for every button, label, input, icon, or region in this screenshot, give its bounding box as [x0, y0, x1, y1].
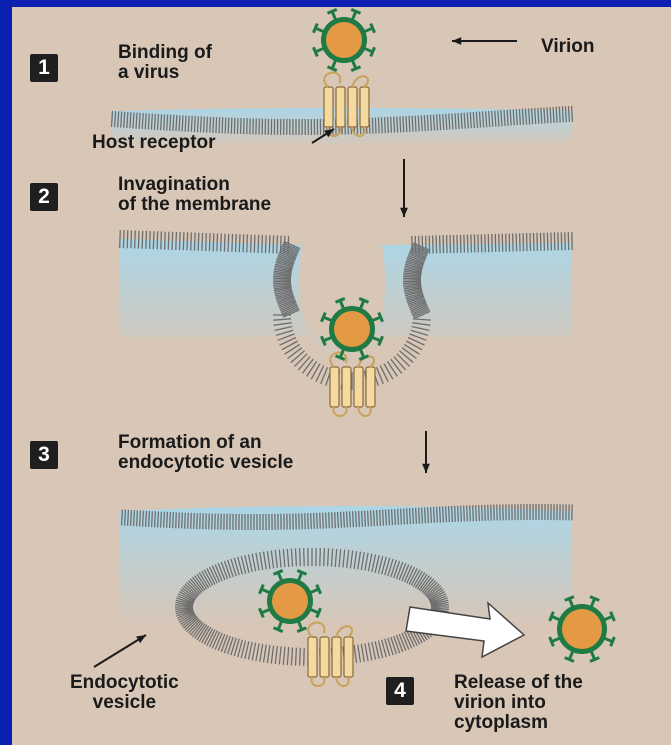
receptor-2-helix — [342, 367, 351, 407]
receptor-3-tail — [311, 677, 348, 686]
host-receptor-label: Host receptor — [92, 133, 216, 153]
virion-3-spike-tip — [297, 628, 306, 632]
released-virion-spike-tip — [550, 637, 554, 646]
receptor-3-helix — [320, 637, 329, 677]
receptor-2-helix — [354, 367, 363, 407]
virion-1 — [313, 9, 374, 70]
step-2-label: Invagination of the membrane — [118, 175, 271, 215]
receptor-3 — [308, 623, 353, 686]
virion-1-spike-tip — [328, 9, 337, 13]
receptor-1-helix — [336, 87, 345, 127]
step-2-badge: 2 — [30, 183, 58, 211]
virion-1-spike-tip — [328, 67, 337, 71]
virion-2-spike-tip — [321, 313, 325, 322]
virion-2-spike-tip — [336, 298, 345, 302]
receptor-2-helix — [330, 367, 339, 407]
receptor-2-helix — [366, 367, 375, 407]
step-3-badge: 3 — [30, 441, 58, 469]
virion-1-spike-tip — [313, 24, 317, 33]
step-4-label: Release of the virion into cytoplasm — [454, 673, 583, 733]
released-virion-spike-tip — [611, 637, 615, 646]
released-virion-spike-tip — [590, 658, 599, 662]
virion-2-spike-tip — [379, 336, 383, 345]
released-virion-spike-tip — [590, 597, 599, 601]
virion-label: Virion — [541, 37, 595, 57]
virion-1-spike-tip — [351, 67, 360, 71]
released-virion-spike-tip — [611, 612, 615, 621]
step-1-badge: 1 — [30, 54, 58, 82]
step-3-label: Formation of an endocytotic vesicle — [118, 433, 293, 473]
virion-1-spike-tip — [351, 9, 360, 13]
virion-2-core — [334, 311, 370, 347]
virion-1-spike-tip — [313, 47, 317, 56]
vesicle-pointer-arrow — [94, 635, 146, 667]
step-arrow-2 — [422, 431, 430, 473]
released-virion-core — [562, 609, 602, 649]
virion-2-spike-tip — [359, 298, 368, 302]
virion-3-spike-tip — [274, 628, 283, 632]
virion-1-spike-tip — [371, 24, 375, 33]
diagram-panel: 1 Binding of a virus Virion Host recepto… — [12, 7, 671, 745]
endocytosis-diagram — [12, 7, 671, 745]
virion-1-core — [326, 22, 362, 58]
step-4-badge: 4 — [386, 677, 414, 705]
virion-arrow-head — [452, 37, 461, 45]
receptor-2-tail — [333, 407, 370, 416]
receptor-1-helix — [360, 87, 369, 127]
receptor-1-helix — [324, 87, 333, 127]
step-arrow-1-head — [400, 208, 408, 217]
endocytotic-vesicle-label: Endocytotic vesicle — [70, 673, 179, 713]
receptor-3-helix — [344, 637, 353, 677]
virion-2-spike-tip — [359, 356, 368, 360]
receptor-1-helix — [348, 87, 357, 127]
virion-1-spike-tip — [371, 47, 375, 56]
released-virion-spike-tip — [565, 658, 574, 662]
step-arrow-1 — [400, 159, 408, 217]
receptor-3-helix — [308, 637, 317, 677]
virion-3-core — [272, 583, 308, 619]
step-1-label: Binding of a virus — [118, 43, 212, 83]
step-arrow-2-head — [422, 464, 430, 473]
virion-arrow — [452, 37, 517, 45]
receptor-3-helix — [332, 637, 341, 677]
receptor-1-loops — [324, 73, 368, 87]
